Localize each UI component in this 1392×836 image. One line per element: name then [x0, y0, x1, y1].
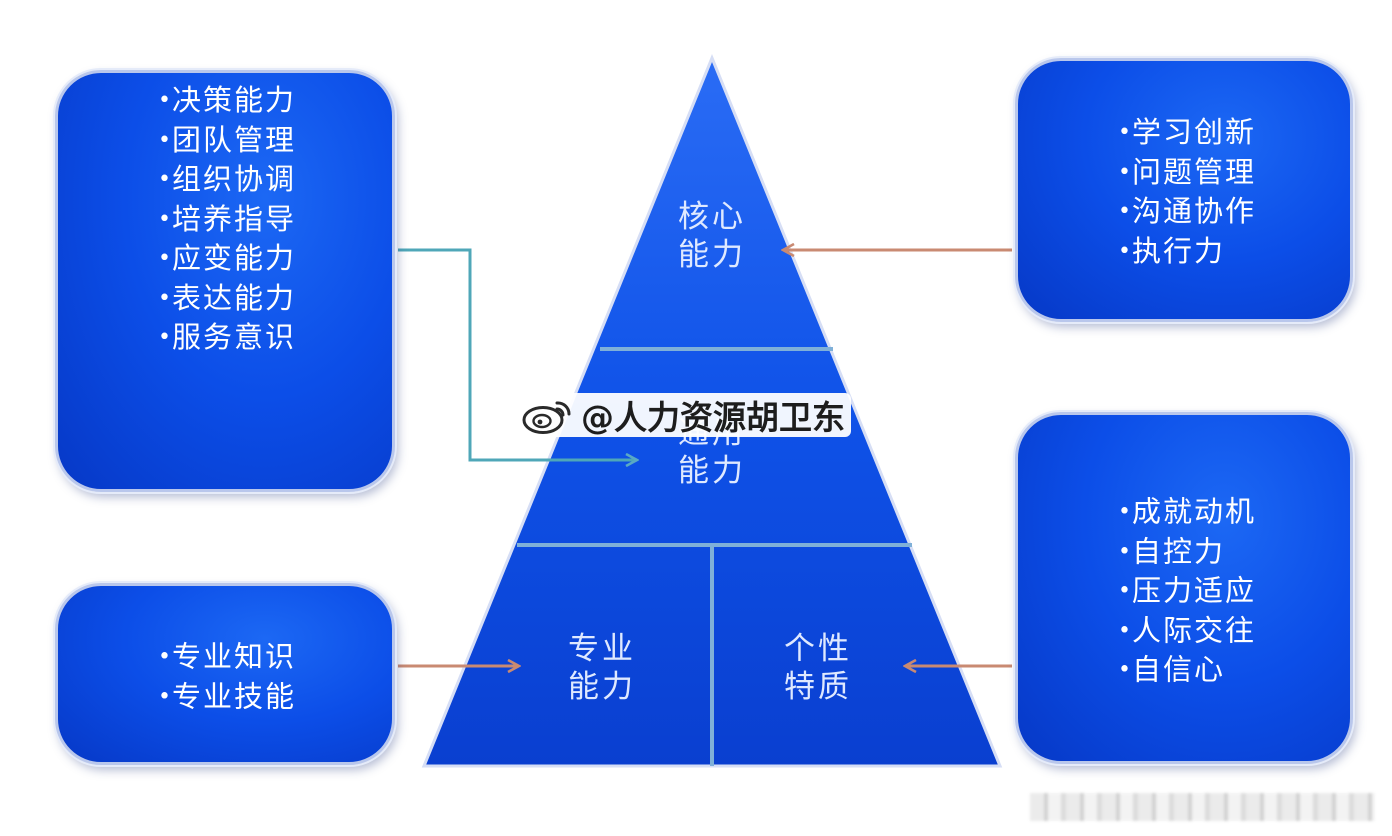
- list-item: 专业技能: [158, 677, 296, 717]
- list-item: 自信心: [1118, 650, 1256, 690]
- box-professional-skills: 专业知识 专业技能: [55, 583, 395, 765]
- list-item: 组织协调: [158, 160, 296, 200]
- box-personality-traits: 成就动机 自控力 压力适应 人际交往 自信心: [1015, 412, 1353, 764]
- tier-label-professional-line1: 专业: [568, 631, 636, 667]
- professional-skills-list: 专业知识 专业技能: [158, 638, 296, 717]
- tier-label-core-line1: 核心: [678, 199, 746, 235]
- list-item: 团队管理: [158, 120, 296, 160]
- personality-traits-list: 成就动机 自控力 压力适应 人际交往 自信心: [1118, 492, 1256, 690]
- tier-label-personality: 个性 特质: [768, 630, 868, 706]
- list-item: 应变能力: [158, 239, 296, 279]
- list-item: 成就动机: [1118, 492, 1256, 532]
- list-item: 自控力: [1118, 532, 1256, 572]
- box-core-skills: 学习创新 问题管理 沟通协作 执行力: [1015, 58, 1353, 322]
- list-item: 培养指导: [158, 199, 296, 239]
- tier-label-professional-line2: 能力: [568, 669, 636, 705]
- list-item: 专业知识: [158, 638, 296, 678]
- list-item: 决策能力: [158, 81, 296, 121]
- tier-label-general-line2: 能力: [678, 453, 746, 489]
- list-item: 沟通协作: [1118, 192, 1256, 232]
- box-management-skills: 决策能力 团队管理 组织协调 培养指导 应变能力 表达能力 服务意识: [55, 70, 395, 492]
- management-skills-list: 决策能力 团队管理 组织协调 培养指导 应变能力 表达能力 服务意识: [158, 81, 296, 358]
- list-item: 问题管理: [1118, 153, 1256, 193]
- list-item: 表达能力: [158, 278, 296, 318]
- tier-label-personality-line1: 个性: [784, 631, 852, 667]
- watermark-text: @人力资源胡卫东: [581, 398, 845, 437]
- tier-label-professional: 专业 能力: [552, 630, 652, 706]
- tier-label-personality-line2: 特质: [784, 669, 852, 705]
- list-item: 人际交往: [1118, 611, 1256, 651]
- list-item: 压力适应: [1118, 571, 1256, 611]
- tier-label-core-line2: 能力: [678, 237, 746, 273]
- connector-top-left-box: [398, 248, 636, 460]
- blurred-strip: [1030, 793, 1375, 821]
- watermark: @人力资源胡卫东: [515, 393, 851, 437]
- list-item: 学习创新: [1118, 113, 1256, 153]
- core-skills-list: 学习创新 问题管理 沟通协作 执行力: [1118, 113, 1256, 271]
- tier-label-core: 核心 能力: [662, 198, 762, 274]
- list-item: 服务意识: [158, 318, 296, 358]
- list-item: 执行力: [1118, 232, 1256, 272]
- weibo-logo-icon: [522, 401, 571, 434]
